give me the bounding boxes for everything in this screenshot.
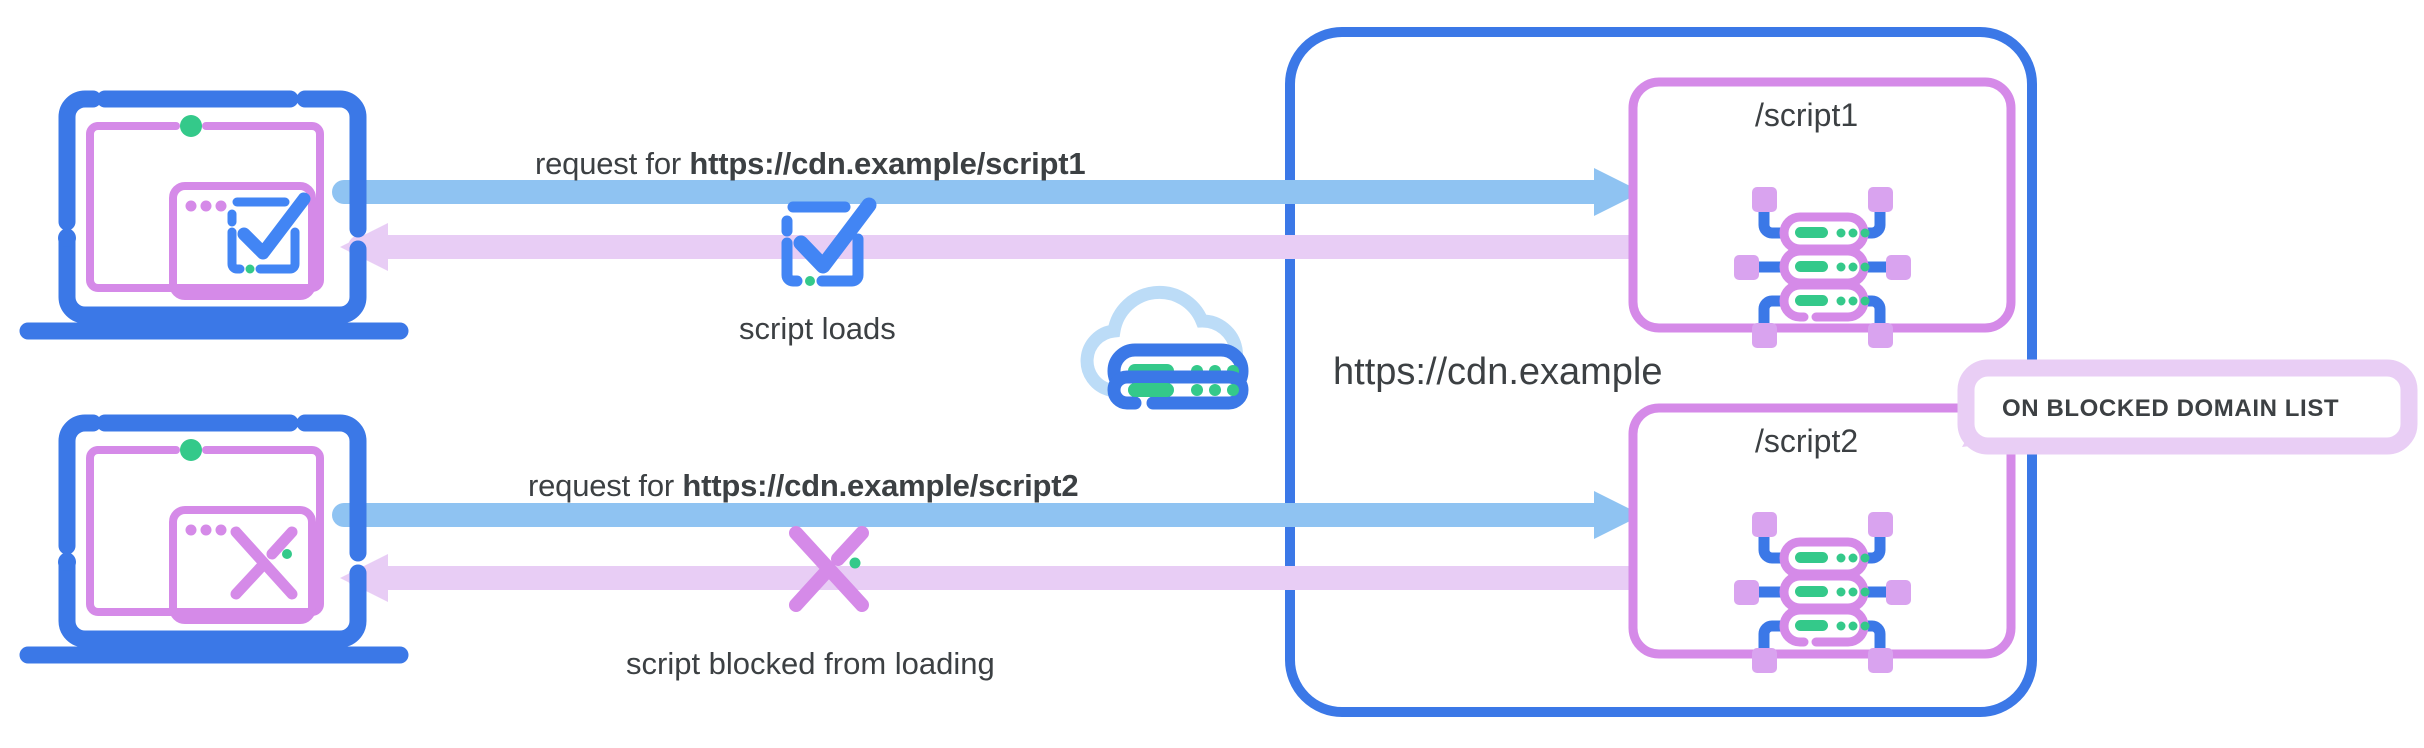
script1-resource-box[interactable]: [1628, 77, 2016, 348]
client-laptop-script1: [28, 99, 400, 331]
script2-resource-box[interactable]: [1628, 403, 2016, 673]
request-label-script1: request for https://cdn.example/script1: [535, 146, 1086, 181]
cdn-domain-label: https://cdn.example: [1333, 351, 1663, 393]
request-label-script2: request for https://cdn.example/script2: [528, 468, 1079, 503]
client-laptop-script2: [28, 423, 400, 655]
script1-path-label: /script1: [1755, 97, 1859, 133]
blocked-domain-badge-label: ON BLOCKED DOMAIN LIST: [2002, 395, 2340, 422]
blocked-domain-badge[interactable]: [1957, 359, 2418, 455]
response-arrow-script2: [340, 554, 1652, 602]
request-arrow-script1: [332, 168, 1642, 216]
outcome-label-script2: script blocked from loading: [626, 646, 995, 681]
request-arrow-script2: [332, 491, 1642, 539]
cloud-server-icon: [1087, 292, 1242, 403]
script2-path-label: /script2: [1755, 423, 1859, 459]
response-arrow-script1: [340, 223, 1652, 271]
outcome-label-script1: script loads: [739, 311, 896, 346]
